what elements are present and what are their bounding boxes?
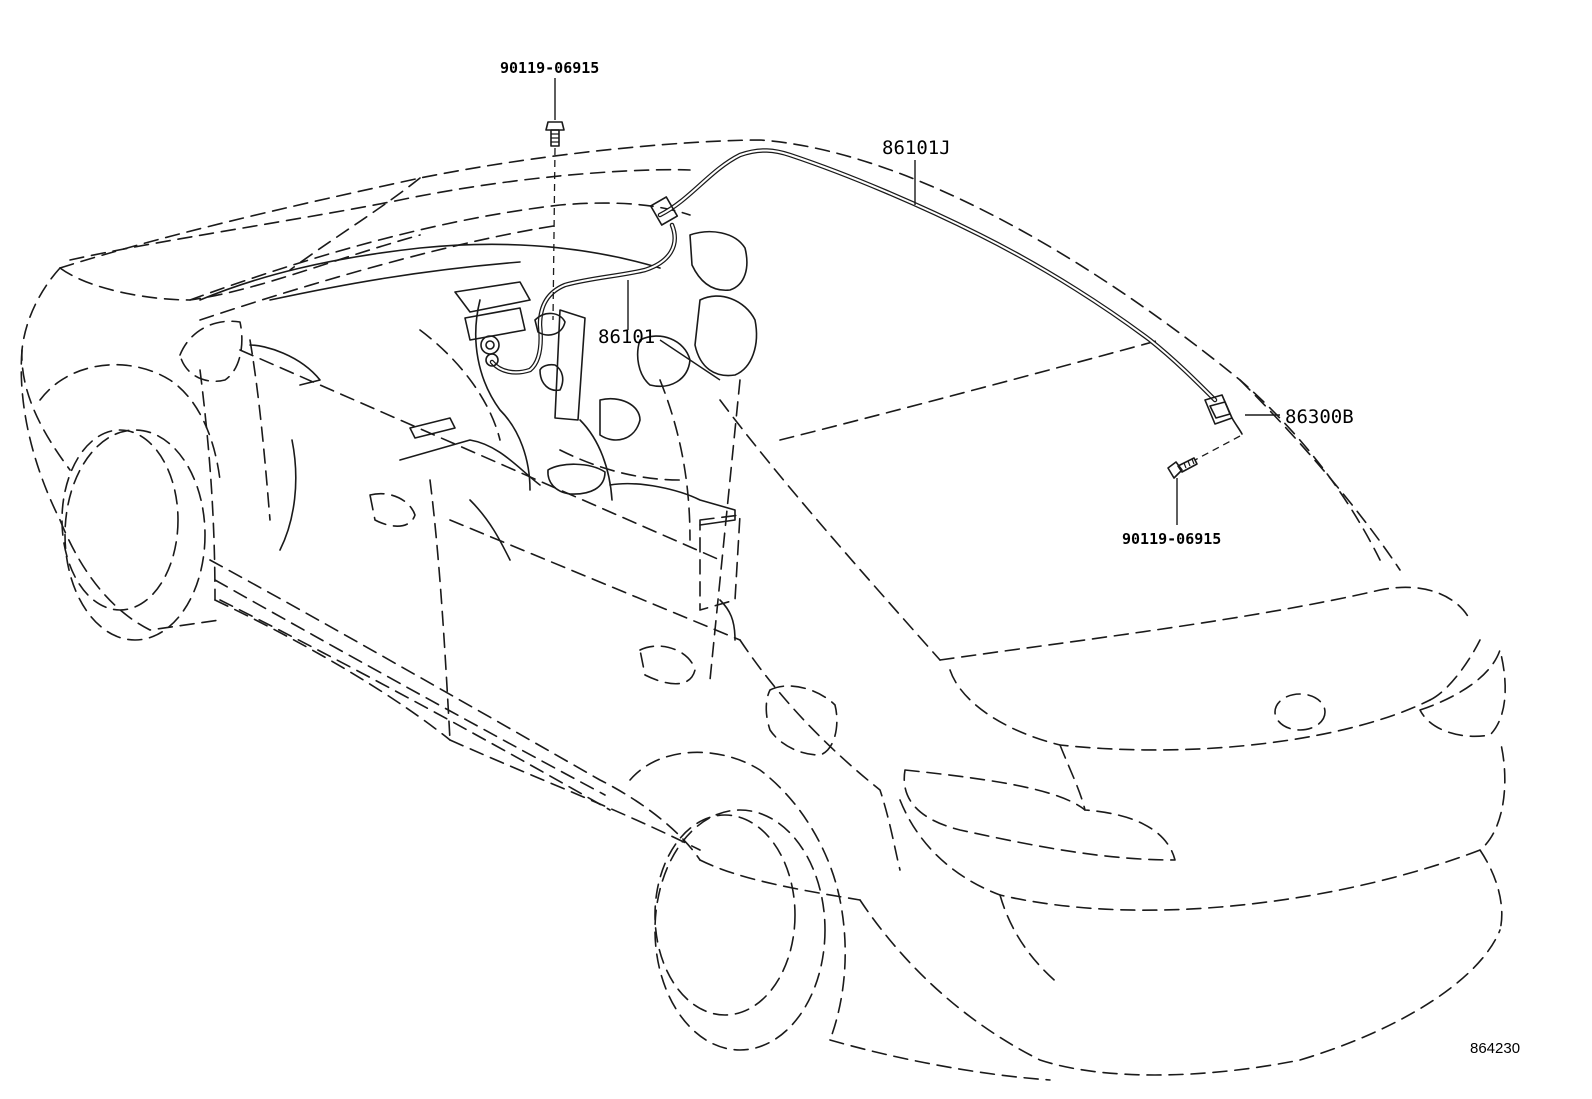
callout-wire-main: 86101 xyxy=(598,326,655,348)
antenna-module-86300b xyxy=(1204,394,1243,435)
figure-reference-number: 864230 xyxy=(1470,1040,1520,1057)
callout-bolt-rear: 90119-06915 xyxy=(1122,530,1221,548)
callout-wire-roof: 86101J xyxy=(882,137,951,159)
leader-lines xyxy=(552,78,1280,525)
car-body-outline xyxy=(20,139,1506,1081)
bolt-rear-icon xyxy=(1167,457,1198,479)
antenna-cord-86101 xyxy=(480,222,677,375)
bolt-top-icon xyxy=(545,121,565,147)
callout-antenna: 86300B xyxy=(1285,406,1354,428)
roof-antenna-cord-86101j xyxy=(649,148,1218,403)
dashboard xyxy=(199,230,758,641)
callout-bolt-top: 90119-06915 xyxy=(500,59,599,77)
